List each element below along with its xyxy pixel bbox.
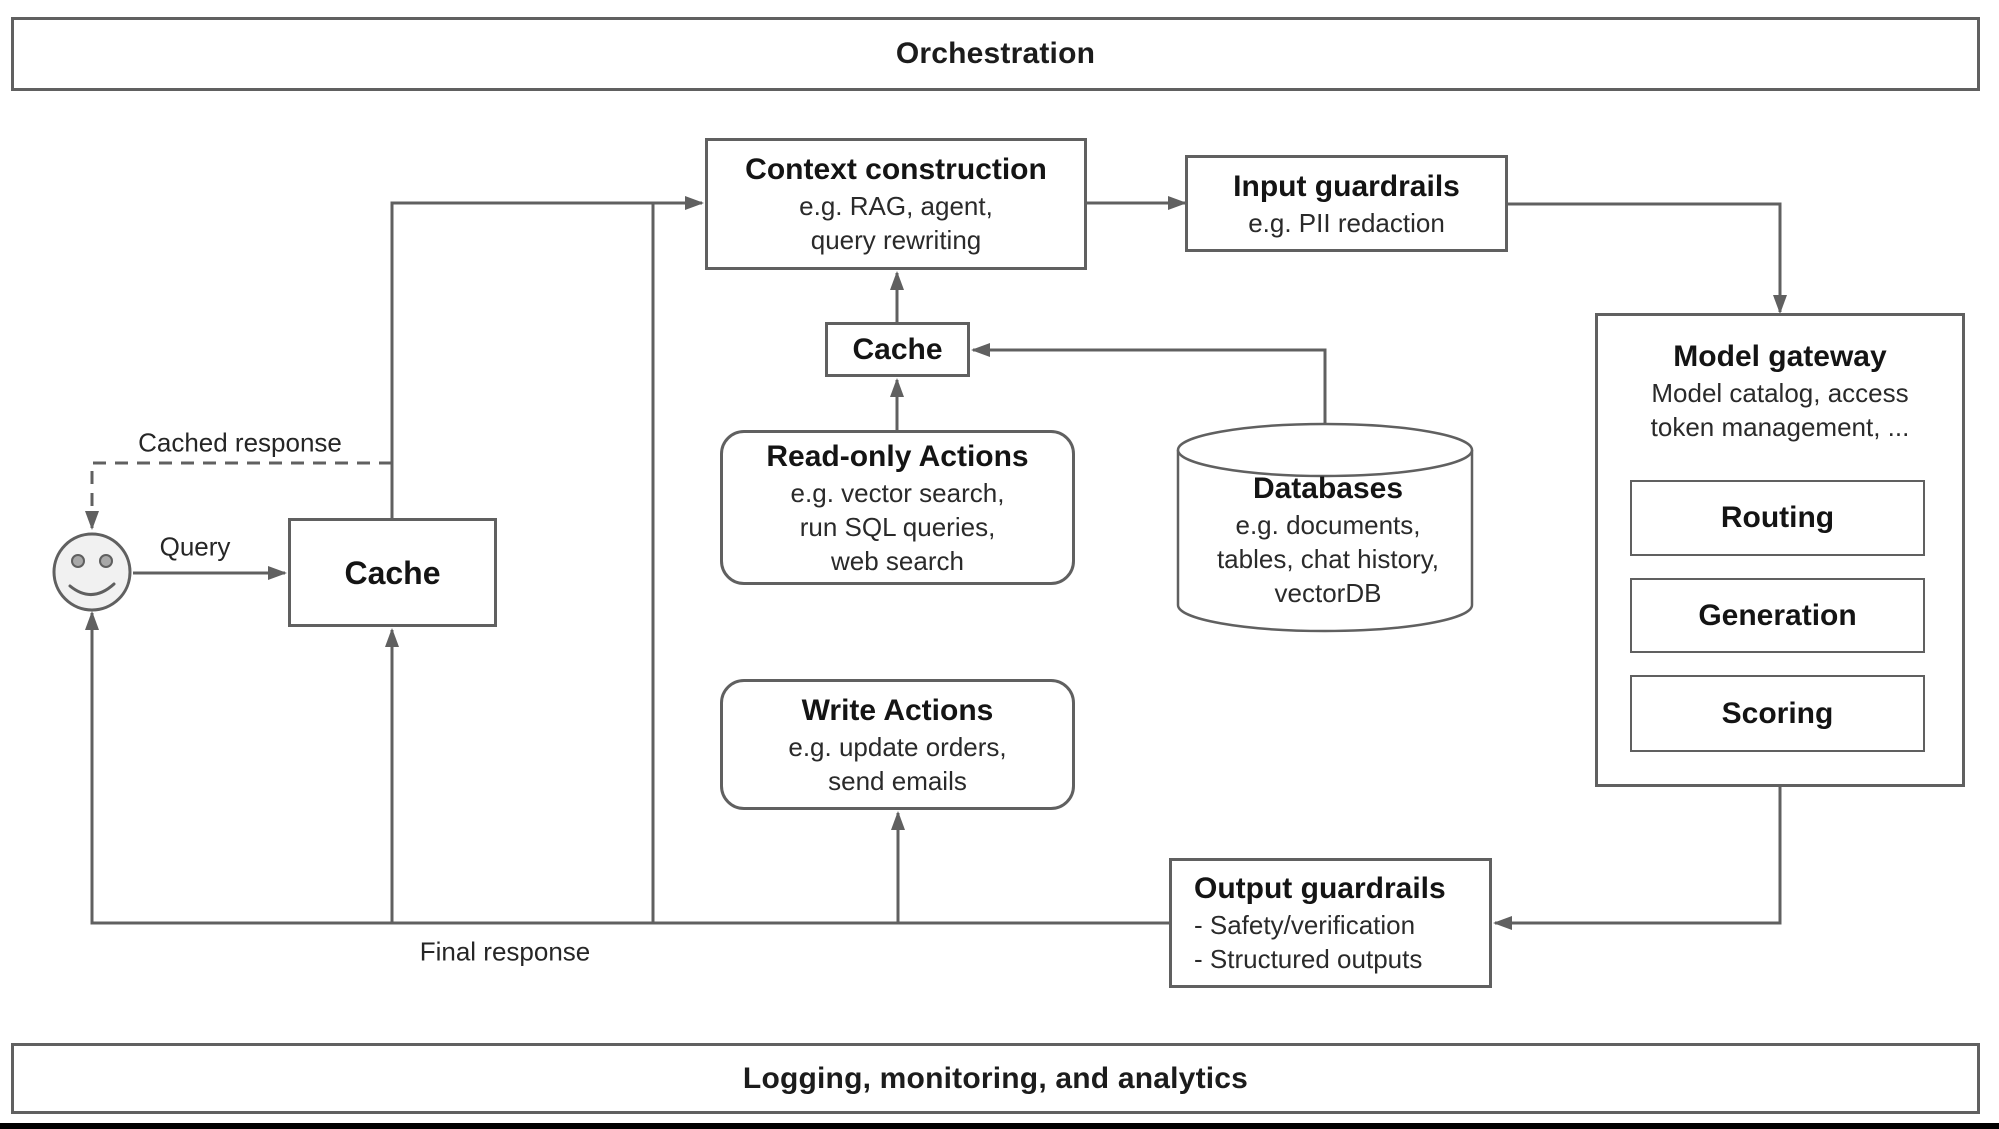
logging-monitoring-bar-label: Logging, monitoring, and analytics xyxy=(742,1061,1249,1095)
model-gateway-sub-line: token management, ... xyxy=(1650,412,1910,442)
cache-main-label: Cache xyxy=(344,554,441,591)
write-actions-sub-line: e.g. update orders, xyxy=(788,731,1007,762)
databases-sub-line: tables, chat history, xyxy=(1216,544,1440,574)
node-input-guardrails: Input guardrails e.g. PII redaction xyxy=(1185,155,1508,252)
arrow-final-response-to-user xyxy=(85,611,1169,925)
final-response-label: Final response xyxy=(419,936,591,967)
orchestration-bar: Orchestration xyxy=(11,17,1980,91)
node-scoring: Scoring xyxy=(1630,675,1925,752)
arrow-databases-to-cache xyxy=(971,343,1327,425)
databases-sub-line: vectorDB xyxy=(1274,578,1382,608)
node-routing: Routing xyxy=(1630,480,1925,556)
arrow-gateway-to-output-guardrails xyxy=(1493,787,1782,930)
arrow-cache-to-context xyxy=(390,196,704,518)
node-read-only-actions: Read-only Actions e.g. vector search, ru… xyxy=(720,430,1075,585)
write-actions-title: Write Actions xyxy=(801,693,994,727)
cached-response-label: Cached response xyxy=(138,427,342,458)
node-cache-main: Cache xyxy=(288,518,497,627)
model-gateway-title: Model gateway xyxy=(1673,340,1887,373)
context-construction-title: Context construction xyxy=(745,153,1047,186)
output-guardrails-sub-line: - Structured outputs xyxy=(1194,944,1423,974)
context-construction-sub-line: query rewriting xyxy=(810,225,982,255)
read-only-actions-sub-line: e.g. vector search, xyxy=(790,477,1005,508)
read-only-actions-sub-line: run SQL queries, xyxy=(799,511,996,542)
node-generation: Generation xyxy=(1630,578,1925,653)
routing-label: Routing xyxy=(1720,501,1835,534)
arrow-cached-response-dashed xyxy=(85,461,392,530)
read-only-actions-title: Read-only Actions xyxy=(766,439,1029,473)
input-guardrails-title: Input guardrails xyxy=(1233,169,1460,203)
input-guardrails-sub-line: e.g. PII redaction xyxy=(1248,207,1445,238)
databases-sub-line: e.g. documents, xyxy=(1235,510,1421,540)
node-cache-small: Cache xyxy=(825,322,970,377)
generation-label: Generation xyxy=(1698,598,1857,632)
model-gateway-sub-line: Model catalog, access xyxy=(1651,378,1909,408)
output-guardrails-sub-line: - Safety/verification xyxy=(1194,910,1416,940)
user-icon xyxy=(52,532,132,612)
node-write-actions: Write Actions e.g. update orders, send e… xyxy=(720,679,1075,810)
context-construction-sub-line: e.g. RAG, agent, xyxy=(799,191,993,221)
arrow-input-guardrails-to-gateway xyxy=(1508,202,1787,314)
node-databases: Databases e.g. documents, tables, chat h… xyxy=(1183,470,1473,630)
output-guardrails-title: Output guardrails xyxy=(1194,872,1446,905)
bottom-edge-line xyxy=(0,1123,1999,1129)
node-context-construction: Context construction e.g. RAG, agent, qu… xyxy=(705,138,1087,270)
node-model-gateway: Model gateway Model catalog, access toke… xyxy=(1595,313,1965,787)
scoring-label: Scoring xyxy=(1721,696,1834,730)
node-output-guardrails: Output guardrails - Safety/verification … xyxy=(1169,858,1492,988)
query-label: Query xyxy=(159,531,231,562)
orchestration-bar-label: Orchestration xyxy=(895,37,1096,70)
write-actions-sub-line: send emails xyxy=(828,765,967,796)
cache-small-label: Cache xyxy=(852,332,943,366)
database-cylinder-icon xyxy=(1176,422,1474,633)
logging-monitoring-bar: Logging, monitoring, and analytics xyxy=(11,1043,1980,1114)
read-only-actions-sub-line: web search xyxy=(831,545,964,576)
databases-title: Databases xyxy=(1252,472,1404,505)
